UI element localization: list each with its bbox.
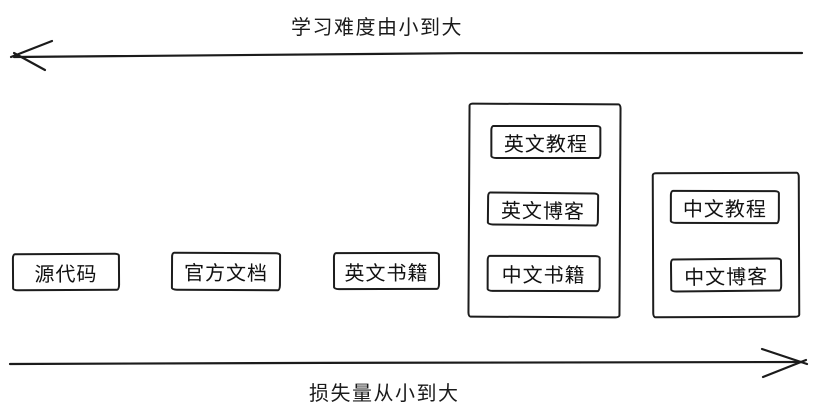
box-source-code: 源代码 bbox=[11, 252, 121, 292]
box-english-blog-label: 英文博客 bbox=[500, 200, 586, 223]
box-chinese-tutorial-label: 中文教程 bbox=[682, 198, 767, 221]
group-box-chinese-cluster: 中文教程 中文博客 bbox=[651, 171, 801, 319]
box-source-code-label: 源代码 bbox=[34, 263, 98, 286]
box-chinese-books: 中文书籍 bbox=[486, 254, 601, 293]
box-official-docs-label: 官方文档 bbox=[183, 262, 269, 286]
box-chinese-tutorial: 中文教程 bbox=[669, 189, 780, 225]
box-english-books: 英文书籍 bbox=[332, 251, 441, 291]
box-chinese-blog: 中文博客 bbox=[669, 257, 783, 293]
box-english-tutorial-label: 英文教程 bbox=[503, 133, 588, 156]
box-english-blog: 英文博客 bbox=[486, 191, 600, 227]
bottom-axis-label: 损失量从小到大 bbox=[309, 383, 460, 405]
group-box-english-cluster: 英文教程 英文博客 中文书籍 bbox=[467, 102, 622, 319]
box-chinese-books-label: 中文书籍 bbox=[501, 264, 586, 288]
left-arrow bbox=[9, 39, 804, 72]
top-axis-label: 学习难度由小到大 bbox=[291, 17, 463, 39]
box-official-docs: 官方文档 bbox=[170, 251, 282, 292]
box-english-books-label: 英文书籍 bbox=[344, 262, 429, 285]
box-chinese-blog-label: 中文博客 bbox=[684, 266, 769, 289]
right-arrow bbox=[8, 347, 809, 379]
box-english-tutorial: 英文教程 bbox=[490, 124, 602, 160]
